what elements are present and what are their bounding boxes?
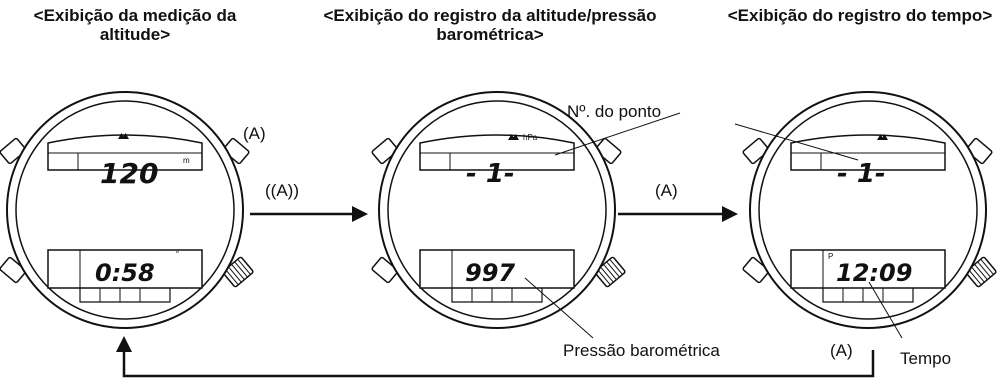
time-reading: 12:09 [836,259,912,287]
altitude-reading: 120 [100,157,158,190]
record-point-number: - 1- [837,159,886,189]
leader-barometric-pressure [524,277,594,339]
elapsed-time-reading: 0:58 [95,259,155,287]
return-arrow [116,336,875,378]
lower-display [47,249,203,289]
leader-time [868,281,903,339]
button-top-left[interactable] [0,137,27,165]
title-altitude-pressure-record: <Exibição do registro da altitude/pressã… [323,6,657,44]
lower-display [419,249,575,289]
seconds-mark: ″ [176,250,179,259]
title-altitude-measurement: <Exibição da medição da altitude> [33,6,237,44]
label-arrow-a: (A) [655,181,678,200]
record-point-number: - 1- [466,159,515,189]
button-top-left[interactable] [742,137,770,165]
lower-display [790,249,946,289]
button-bottom-left[interactable] [371,256,399,284]
button-bottom-left[interactable] [742,256,770,284]
altitude-unit: m [183,156,190,165]
label-barometric-pressure: Pressão barométrica [563,341,720,360]
watch-altitude-pressure-record: hPa - 1- 997 [371,91,626,329]
pressure-unit: hPa [523,133,538,142]
leader-point-number-3 [734,123,859,161]
crown[interactable] [222,256,254,288]
crown[interactable] [594,256,626,288]
label-button-a: (A) [243,124,266,143]
pm-indicator: P [828,252,833,261]
button-bottom-left[interactable] [0,256,27,284]
label-point-number: Nº. do ponto [567,102,661,121]
label-arrow-hold-a: ((A)) [265,181,299,200]
label-return-a: (A) [830,341,853,360]
label-time: Tempo [900,349,951,368]
button-top-left[interactable] [371,137,399,165]
watch-time-record: - 1- P 12:09 [742,91,997,329]
arrow-watch1-to-watch2 [250,206,368,222]
watch-altitude-measurement: 120 m 0:58 ″ [0,91,254,329]
leader-point-number-2 [554,112,681,156]
title-time-record: <Exibição do registro do tempo> [727,6,993,25]
pressure-reading: 997 [465,259,515,287]
arrow-watch2-to-watch3 [618,206,738,222]
crown[interactable] [965,256,997,288]
